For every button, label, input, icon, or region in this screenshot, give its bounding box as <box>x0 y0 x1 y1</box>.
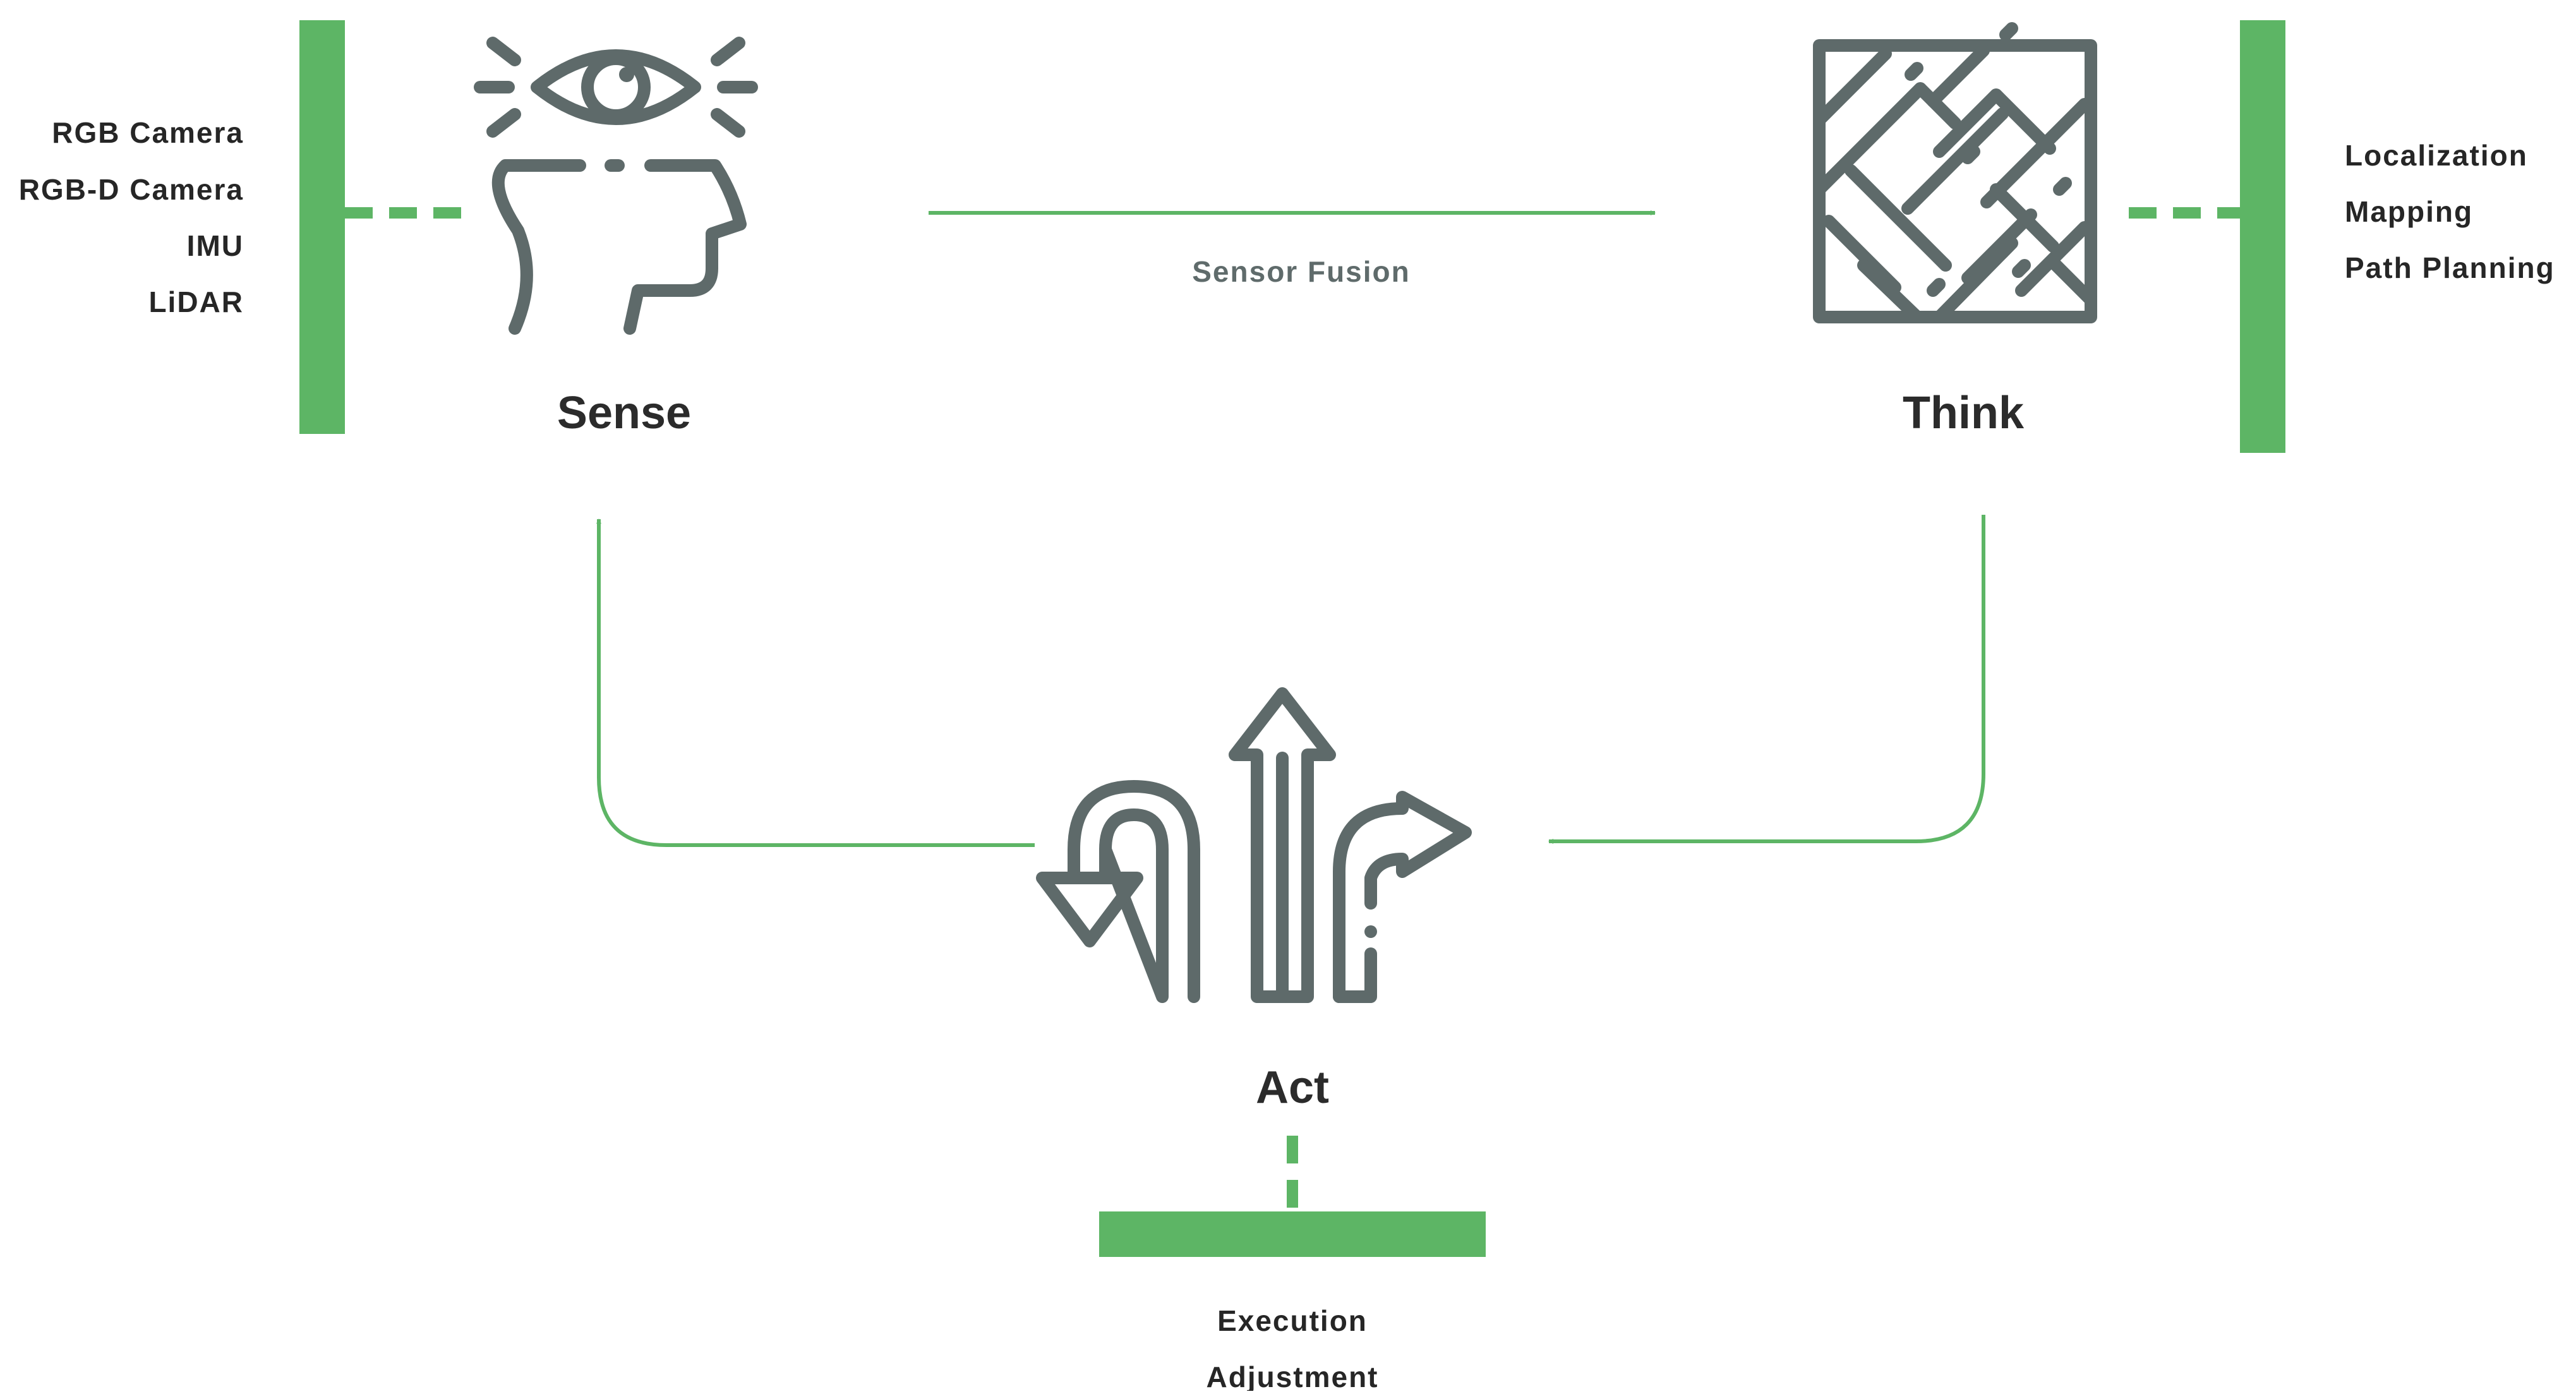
think-title: Think <box>1903 388 2025 438</box>
edge-think-to-act <box>1548 515 1985 844</box>
act-title: Act <box>1256 1062 1329 1113</box>
act-items: Execution Adjustment <box>1207 1304 1379 1393</box>
split-arrows-icon <box>1036 687 1472 1003</box>
act-node: Execution Adjustment Act <box>1036 687 1486 1393</box>
think-outputs-bar <box>2240 20 2285 453</box>
think-item: Mapping <box>2345 195 2473 228</box>
sense-node: RGB Camera RGB-D Camera IMU LiDAR Sense <box>19 20 758 438</box>
sense-item: LiDAR <box>148 285 244 318</box>
act-item: Adjustment <box>1207 1361 1379 1391</box>
edge-sense-to-think-label: Sensor Fusion <box>1192 255 1410 288</box>
think-node: Localization Mapping Path Planning <box>1813 20 2555 453</box>
sense-item: RGB Camera <box>52 116 244 149</box>
think-items: Localization Mapping Path Planning <box>2345 139 2555 284</box>
edge-act-to-sense-arrow <box>596 519 1035 847</box>
edge-act-to-sense <box>596 519 1035 847</box>
sense-item: RGB-D Camera <box>19 173 244 206</box>
sense-title: Sense <box>557 388 691 438</box>
sense-sources-bar <box>299 20 345 434</box>
act-item: Execution <box>1217 1304 1368 1337</box>
think-item: Localization <box>2345 139 2528 172</box>
edge-sense-to-think: Sensor Fusion <box>929 210 1656 288</box>
think-item: Path Planning <box>2345 251 2555 284</box>
maze-icon <box>1813 22 2097 323</box>
sense-items: RGB Camera RGB-D Camera IMU LiDAR <box>19 116 244 318</box>
edge-think-to-act-arrow <box>1548 515 1985 844</box>
sense-item: IMU <box>187 229 244 262</box>
act-outputs-bar <box>1099 1211 1486 1257</box>
head-with-eye-icon <box>474 37 758 335</box>
